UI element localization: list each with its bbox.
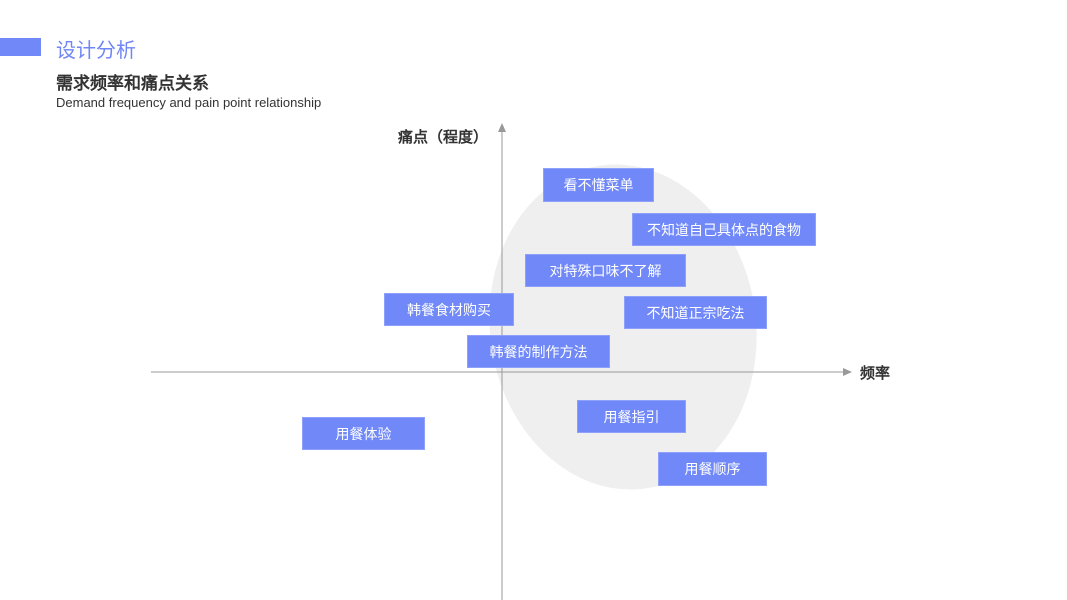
y-axis-label: 痛点（程度） xyxy=(398,128,489,146)
x-axis-label: 频率 xyxy=(860,364,891,382)
page-subtitle-english: Demand frequency and pain point relation… xyxy=(56,95,322,110)
accent-bar xyxy=(0,38,41,56)
y-axis-arrow xyxy=(498,123,506,132)
x-axis-arrow xyxy=(843,368,852,376)
pain-point-box: 看不懂菜单 xyxy=(543,168,654,202)
pain-point-box: 韩餐食材购买 xyxy=(384,293,514,326)
section-title: 设计分析 xyxy=(56,38,136,62)
pain-point-box: 用餐指引 xyxy=(577,400,686,433)
pain-point-box: 对特殊口味不了解 xyxy=(525,254,686,287)
page-subtitle: 需求频率和痛点关系 xyxy=(56,74,209,94)
pain-point-box: 用餐体验 xyxy=(302,417,425,450)
pain-point-box: 不知道自己具体点的食物 xyxy=(632,213,816,246)
pain-point-box: 不知道正宗吃法 xyxy=(624,296,767,329)
pain-point-box: 韩餐的制作方法 xyxy=(467,335,610,368)
pain-point-box: 用餐顺序 xyxy=(658,452,767,486)
